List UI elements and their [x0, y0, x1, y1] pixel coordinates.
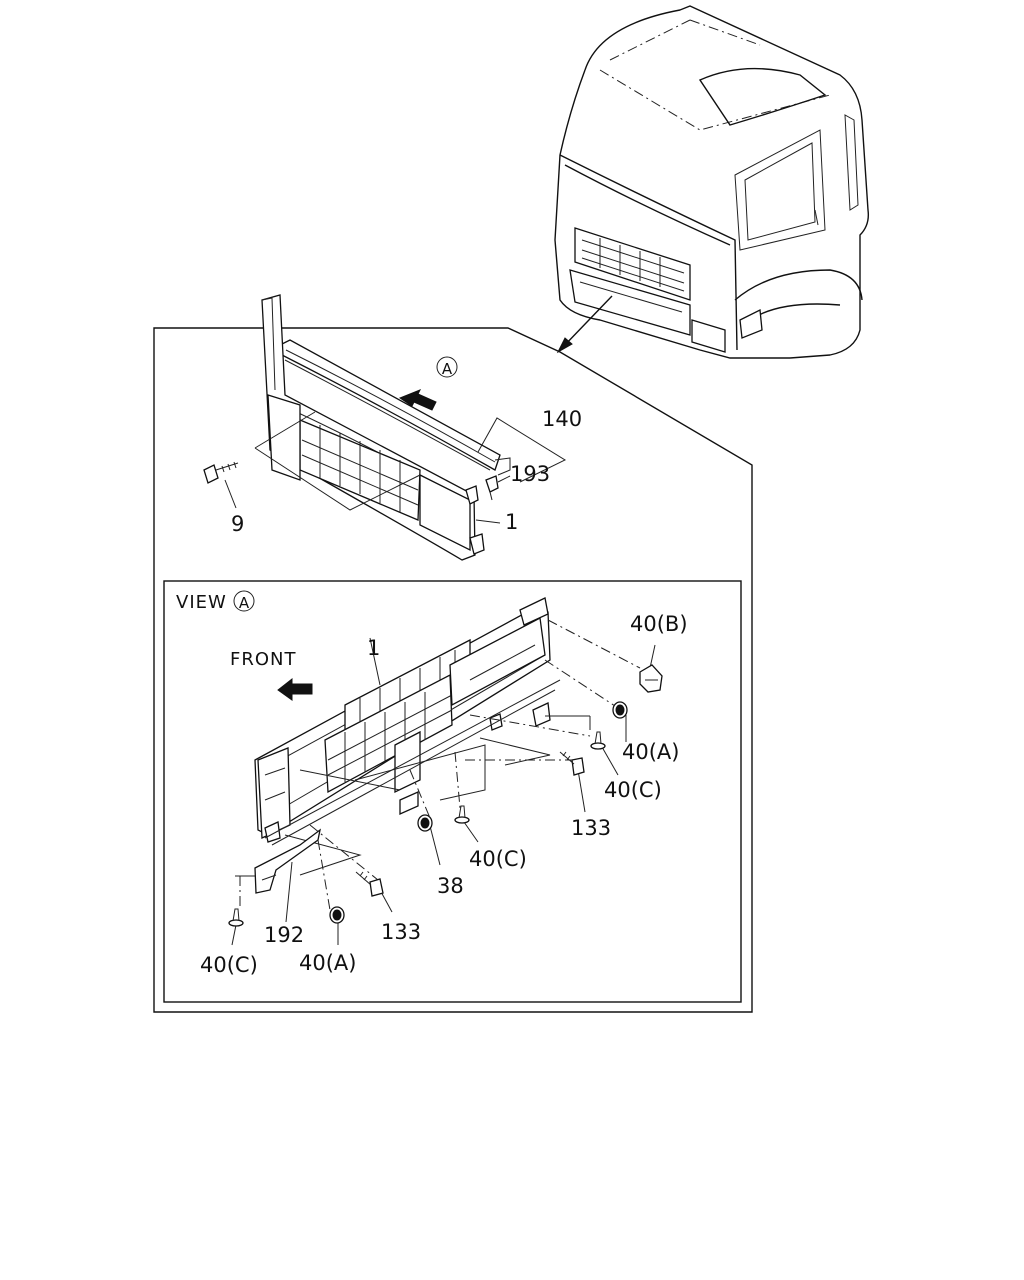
- view-title-marker: A: [239, 594, 250, 612]
- callout-40a-left: 40(A): [299, 951, 356, 975]
- screw-40c-left: [228, 908, 244, 927]
- front-arrow: [277, 677, 313, 701]
- callout-1-view: 1: [367, 636, 380, 660]
- nut-40a-left: [329, 906, 345, 924]
- view-arrow-a: [398, 356, 458, 411]
- callout-133-right: 133: [571, 816, 611, 840]
- view-title: VIEW: [176, 592, 227, 613]
- callout-192: 192: [264, 923, 304, 947]
- screw-40c-mid: [454, 805, 470, 824]
- clip-40b: [639, 664, 663, 693]
- callout-133-left: 133: [381, 920, 421, 944]
- view-marker-label: A: [442, 360, 453, 378]
- bracket-192: [254, 828, 321, 923]
- outer-frame: [153, 327, 753, 1013]
- screw-133-left: [355, 871, 384, 897]
- callout-1-top: 1: [505, 510, 518, 534]
- nut-38: [417, 814, 433, 832]
- view-a-frame: [163, 580, 742, 1003]
- clip-193: [485, 475, 511, 501]
- callout-193: 193: [510, 462, 550, 486]
- front-label: FRONT: [230, 649, 297, 670]
- callout-40c-mid: 40(C): [469, 847, 527, 871]
- truck-cab: [554, 5, 870, 359]
- screw-40c-right: [590, 731, 606, 750]
- callout-9: 9: [231, 512, 244, 536]
- callout-38: 38: [437, 874, 464, 898]
- nut-40a-right: [612, 701, 628, 719]
- callout-140: 140: [542, 407, 582, 431]
- leader-line: [561, 295, 613, 349]
- callout-40c-left: 40(C): [200, 953, 258, 977]
- screw-9: [203, 461, 239, 509]
- callout-40b: 40(B): [630, 612, 688, 636]
- callout-40c-right: 40(C): [604, 778, 662, 802]
- grille-assembly: [254, 294, 511, 561]
- grille-rear-view: [254, 597, 561, 876]
- screw-133-right: [559, 751, 585, 776]
- callout-40a-right: 40(A): [622, 740, 679, 764]
